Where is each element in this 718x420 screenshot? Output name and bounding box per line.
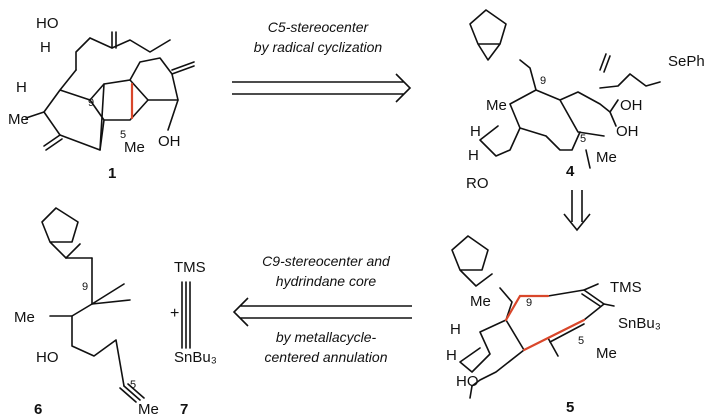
c6-ho-label: HO bbox=[36, 349, 59, 366]
c5-ho-label: HO bbox=[456, 373, 479, 390]
c6-me-end-label: Me bbox=[138, 401, 159, 418]
c1-c5-label: 5 bbox=[120, 129, 126, 141]
top-arrow-line2: by radical cyclization bbox=[254, 39, 383, 55]
compound-6-number: 6 bbox=[34, 401, 42, 418]
plus-sign: + bbox=[170, 305, 179, 322]
compound-1: HO H H Me 9 5 Me OH 1 bbox=[8, 15, 195, 182]
c5-c5-label: 5 bbox=[578, 335, 584, 347]
c4-oh1-label: OH bbox=[620, 97, 643, 114]
bottom-arrow-line1: C9-stereocenter and bbox=[262, 253, 391, 269]
bottom-arrow-line3: by metallacycle- bbox=[276, 329, 377, 345]
c4-ro-label: RO bbox=[466, 175, 489, 192]
c5-h1-label: H bbox=[450, 321, 461, 338]
compound-6: 9 Me HO 5 Me 6 bbox=[14, 207, 159, 418]
c1-h-left-label: H bbox=[16, 79, 27, 96]
compound-5: TMS SnBu₃ Me H H HO 9 5 Me 5 bbox=[446, 235, 661, 416]
top-retro-arrow: C5-stereocenter by radical cyclization bbox=[232, 19, 412, 103]
c4-c5-label: 5 bbox=[580, 133, 586, 145]
compound-1-number: 1 bbox=[108, 165, 116, 182]
down-retro-arrow bbox=[563, 190, 591, 232]
compound-7: TMS SnBu₃ 7 bbox=[174, 259, 217, 418]
bottom-retro-arrow: C9-stereocenter and hydrindane core by m… bbox=[232, 253, 412, 365]
c5-tms-label: TMS bbox=[610, 279, 642, 296]
c4-me-label: Me bbox=[486, 97, 507, 114]
compound-7-number: 7 bbox=[180, 401, 188, 418]
c4-me5-label: Me bbox=[596, 149, 617, 166]
c4-h2-label: H bbox=[468, 147, 479, 164]
compound-5-number: 5 bbox=[566, 399, 574, 416]
compound-4: SePh Me H H RO 9 5 Me OH OH 4 bbox=[466, 9, 705, 192]
c5-me-label: Me bbox=[470, 293, 491, 310]
c4-seph-label: SePh bbox=[668, 53, 705, 70]
c6-c9-label: 9 bbox=[82, 281, 88, 293]
c4-oh2-label: OH bbox=[616, 123, 639, 140]
c5-me5-label: Me bbox=[596, 345, 617, 362]
c7-tms-label: TMS bbox=[174, 259, 206, 276]
c1-me-label: Me bbox=[8, 111, 29, 128]
c1-ho-label: HO bbox=[36, 15, 59, 32]
top-arrow-line1: C5-stereocenter bbox=[268, 19, 370, 35]
c6-c5-label: 5 bbox=[130, 379, 136, 391]
c1-oh-label: OH bbox=[158, 133, 181, 150]
c1-h-top-label: H bbox=[40, 39, 51, 56]
c5-snbu3-label: SnBu₃ bbox=[618, 315, 661, 332]
c4-h1-label: H bbox=[470, 123, 481, 140]
bottom-arrow-line4: centered annulation bbox=[265, 349, 388, 365]
compound-4-number: 4 bbox=[566, 163, 575, 180]
bottom-arrow-line2: hydrindane core bbox=[276, 273, 377, 289]
c4-c9-label: 9 bbox=[540, 75, 546, 87]
c7-snbu3-label: SnBu₃ bbox=[174, 349, 217, 366]
c1-me5-label: Me bbox=[124, 139, 145, 156]
c5-h2-label: H bbox=[446, 347, 457, 364]
c6-me-label: Me bbox=[14, 309, 35, 326]
c5-c9-label: 9 bbox=[526, 297, 532, 309]
c1-c9-label: 9 bbox=[88, 97, 94, 109]
